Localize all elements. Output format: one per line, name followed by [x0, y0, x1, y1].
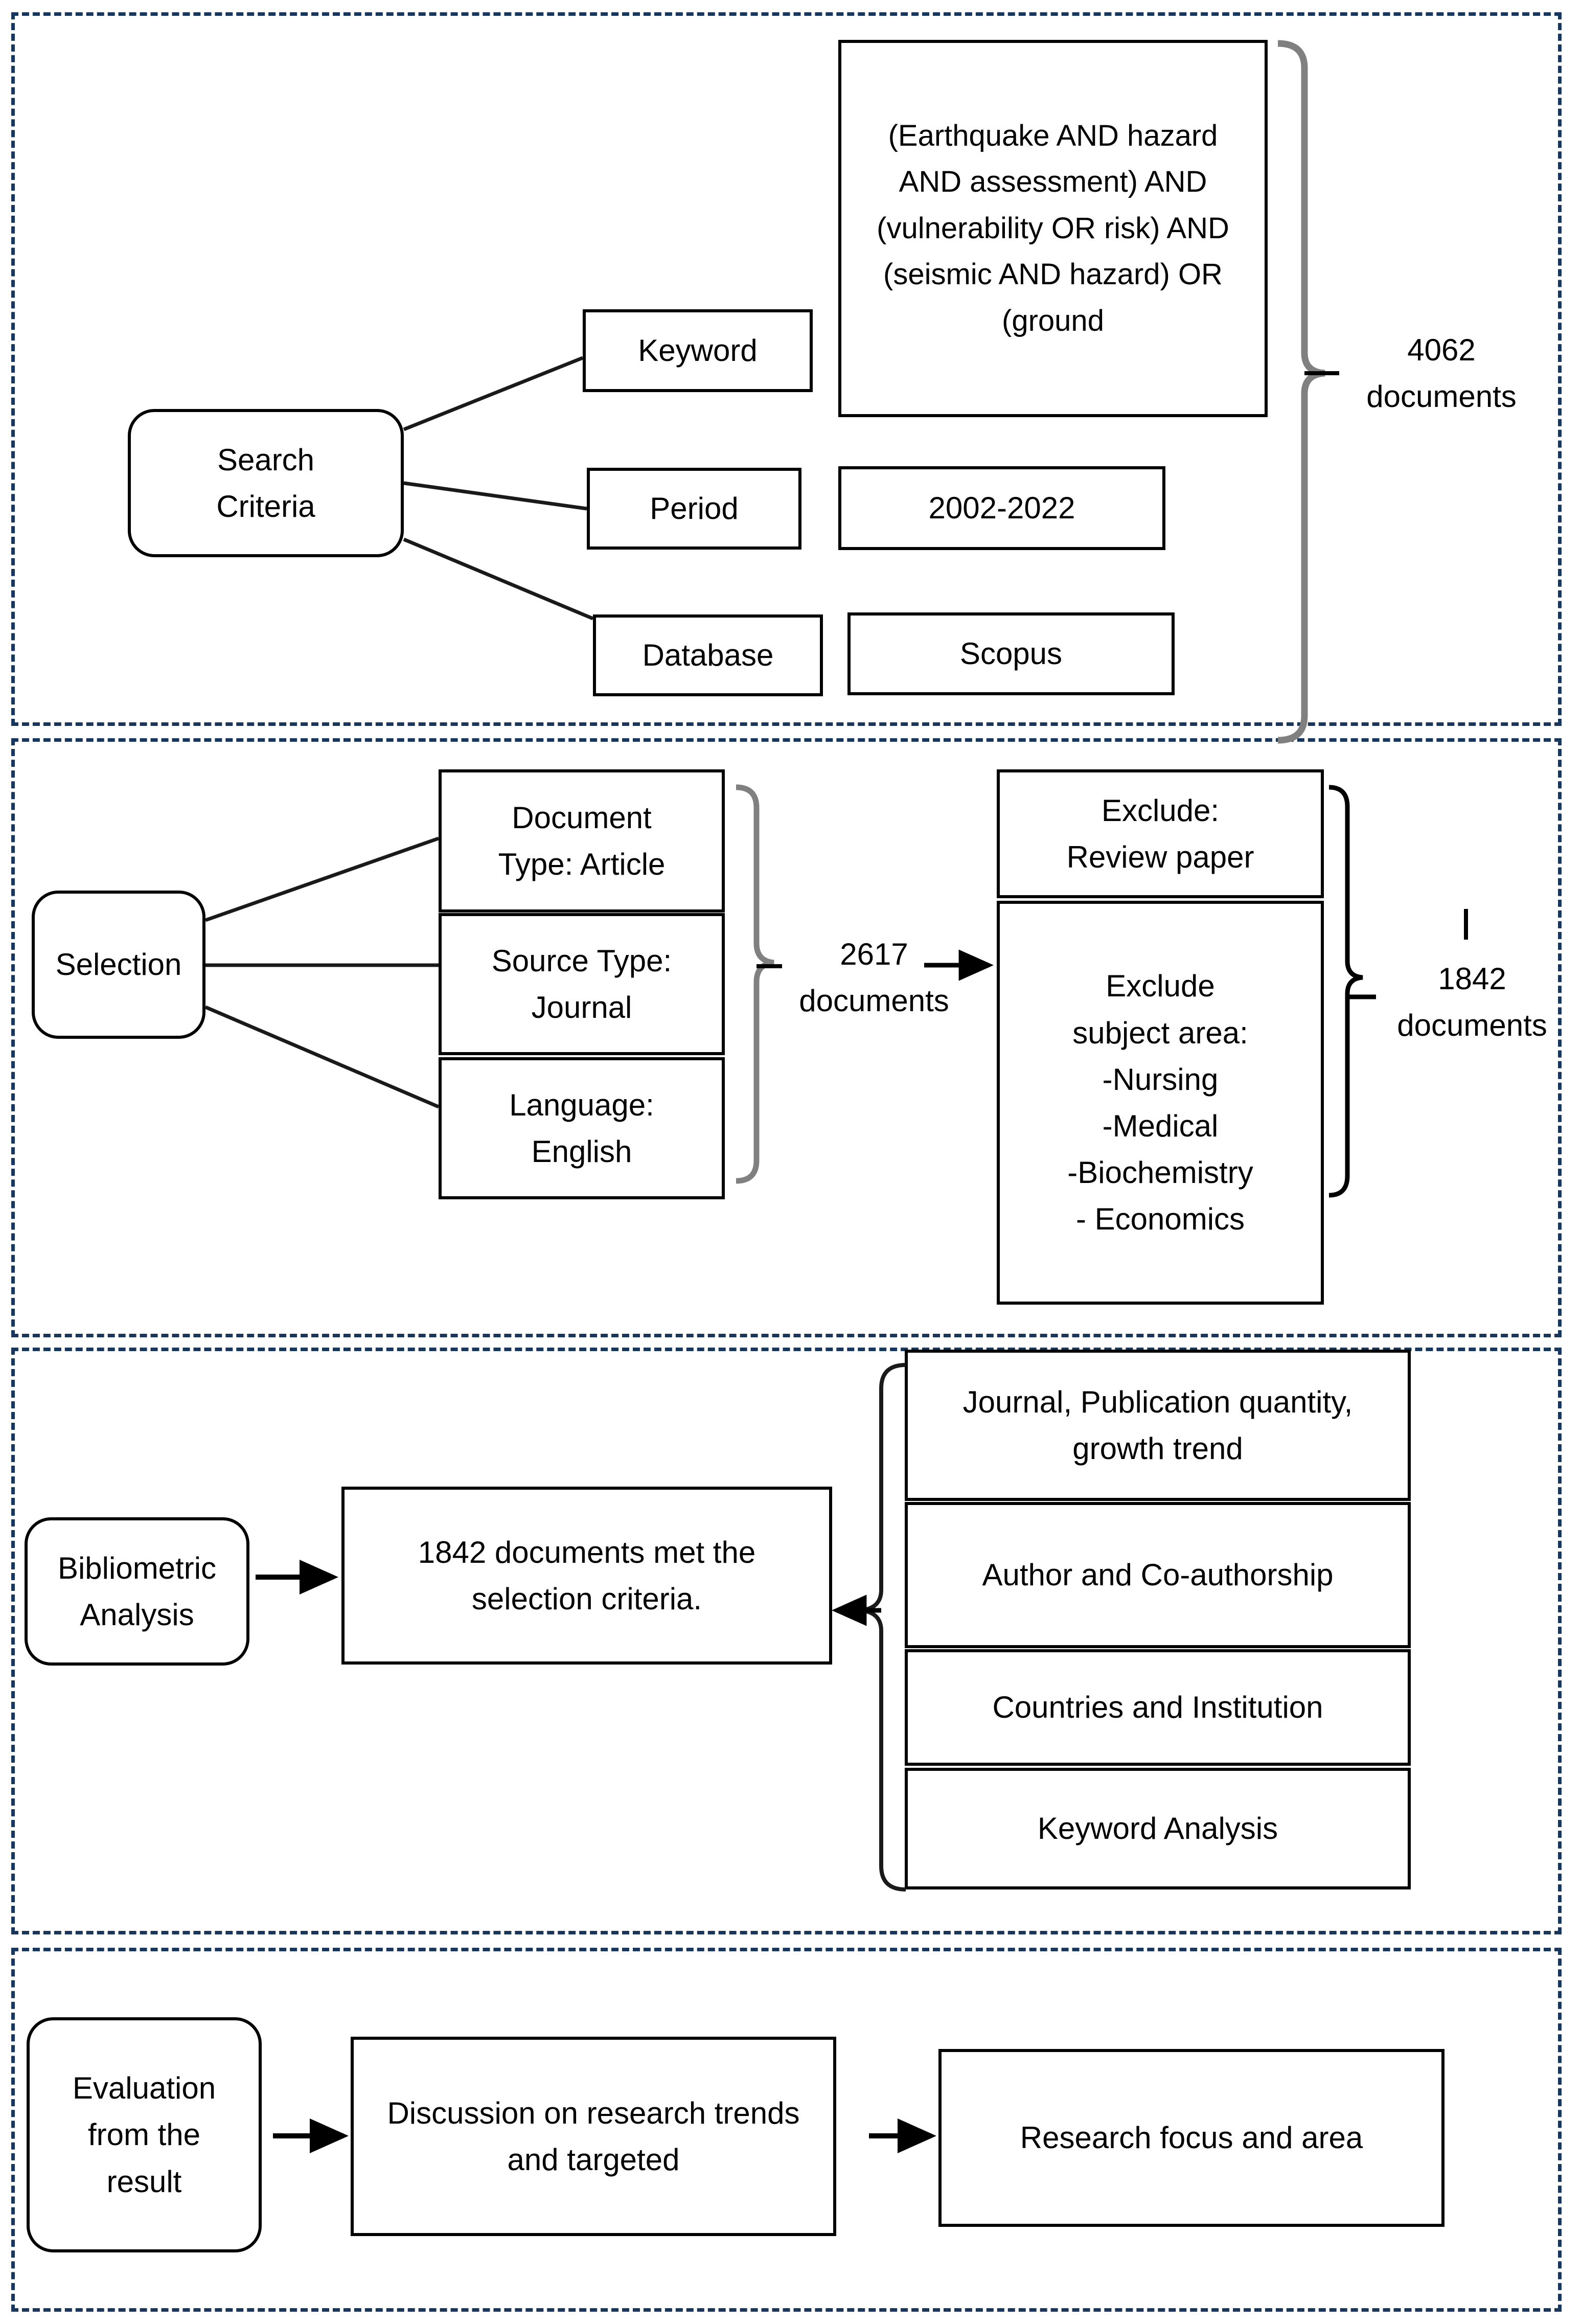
count-unit: documents: [1366, 379, 1517, 414]
node-label-line1: Language:: [509, 1087, 654, 1122]
node-period-label[interactable]: Period: [587, 468, 801, 550]
node-exclude-subject-area[interactable]: Exclude subject area: -Nursing -Medical …: [997, 901, 1324, 1305]
bracket-4062: [1277, 40, 1325, 744]
label-1842-documents: 1842 documents: [1370, 956, 1574, 1048]
node-label: Period: [650, 491, 739, 526]
node-period-value[interactable]: 2002-2022: [838, 466, 1165, 550]
node-exclude-review-paper[interactable]: Exclude: Review paper: [997, 769, 1324, 898]
node-label: Journal, Publication quantity, growth tr…: [962, 1384, 1353, 1466]
exclude-line-4: -Biochemistry: [1067, 1155, 1253, 1190]
bracket-selection-criteria: [736, 784, 774, 1184]
node-documents-met-criteria[interactable]: 1842 documents met the selection criteri…: [341, 1487, 832, 1665]
node-keyword-query[interactable]: (Earthquake AND hazard AND assessment) A…: [838, 40, 1268, 417]
node-label: Evaluation from the result: [72, 2071, 216, 2199]
node-label: Selection: [55, 947, 182, 982]
node-source-type[interactable]: Source Type: Journal: [439, 913, 725, 1055]
connector-search-criteria-fan: [403, 356, 594, 621]
exclude-line-5: - Economics: [1075, 1202, 1245, 1237]
node-database-label[interactable]: Database: [593, 614, 823, 696]
exclude-line-1: subject area:: [1072, 1015, 1248, 1050]
node-label: Database: [642, 638, 774, 673]
label-2617-documents: 2617 documents: [782, 931, 966, 1023]
node-research-focus-area[interactable]: Research focus and area: [938, 2049, 1445, 2227]
node-label: Bibliometric Analysis: [57, 1551, 217, 1632]
connector-selection-fan: [204, 836, 440, 1109]
bracket-bibliometric-outputs: [860, 1363, 906, 1892]
node-label-line1: Exclude:: [1101, 793, 1220, 828]
node-label: Search Criteria: [216, 442, 315, 523]
count-unit: documents: [799, 984, 949, 1018]
node-label-line2: Review paper: [1066, 840, 1254, 874]
section-evaluation: [11, 1948, 1562, 2312]
bracket-1842: [1328, 785, 1363, 1198]
node-label-line1: Source Type:: [491, 943, 672, 978]
exclude-line-0: Exclude: [1106, 969, 1215, 1004]
node-label: Author and Co-authorship: [982, 1558, 1334, 1592]
node-output-author-coauthorship[interactable]: Author and Co-authorship: [905, 1502, 1411, 1648]
node-label-line2: English: [531, 1134, 632, 1169]
section-search-criteria: [11, 12, 1562, 726]
node-output-countries-institution[interactable]: Countries and Institution: [905, 1649, 1411, 1766]
node-label: (Earthquake AND hazard AND assessment) A…: [877, 119, 1229, 337]
node-label: 2002-2022: [928, 491, 1075, 526]
node-label: Scopus: [959, 636, 1063, 671]
node-label: Research focus and area: [1020, 2121, 1363, 2155]
node-output-journal-publication[interactable]: Journal, Publication quantity, growth tr…: [905, 1350, 1411, 1501]
node-label: 1842 documents met the selection criteri…: [418, 1535, 756, 1616]
node-discussion-trends[interactable]: Discussion on research trends and target…: [351, 2037, 836, 2236]
count-value: 4062: [1407, 332, 1476, 367]
node-selection-root[interactable]: Selection: [32, 891, 205, 1039]
count-value: 1842: [1438, 961, 1506, 996]
exclude-line-2: -Nursing: [1102, 1062, 1219, 1097]
exclude-line-3: -Medical: [1102, 1109, 1219, 1143]
node-label-line2: Type: Article: [498, 847, 666, 881]
count-unit: documents: [1397, 1008, 1547, 1042]
node-label: Countries and Institution: [992, 1690, 1323, 1725]
section-bibliometric-analysis: [11, 1348, 1562, 1934]
section-selection: [11, 738, 1562, 1337]
node-document-type[interactable]: Document Type: Article: [439, 769, 725, 913]
node-output-keyword-analysis[interactable]: Keyword Analysis: [905, 1768, 1411, 1889]
node-language[interactable]: Language: English: [439, 1057, 725, 1199]
node-keyword-label[interactable]: Keyword: [583, 309, 813, 392]
label-4062-documents: 4062 documents: [1329, 327, 1554, 419]
node-evaluation-root[interactable]: Evaluation from the result: [27, 2017, 262, 2252]
node-label-line2: Journal: [531, 990, 632, 1024]
node-bibliometric-root[interactable]: Bibliometric Analysis: [25, 1517, 249, 1666]
node-label: Keyword: [638, 333, 758, 368]
node-label-line1: Document: [512, 800, 652, 835]
node-search-criteria-root[interactable]: Search Criteria: [128, 409, 404, 557]
node-label: Keyword Analysis: [1037, 1811, 1278, 1846]
node-database-value[interactable]: Scopus: [847, 612, 1175, 695]
count-value: 2617: [840, 937, 908, 971]
node-label: Discussion on research trends and target…: [387, 2095, 800, 2177]
